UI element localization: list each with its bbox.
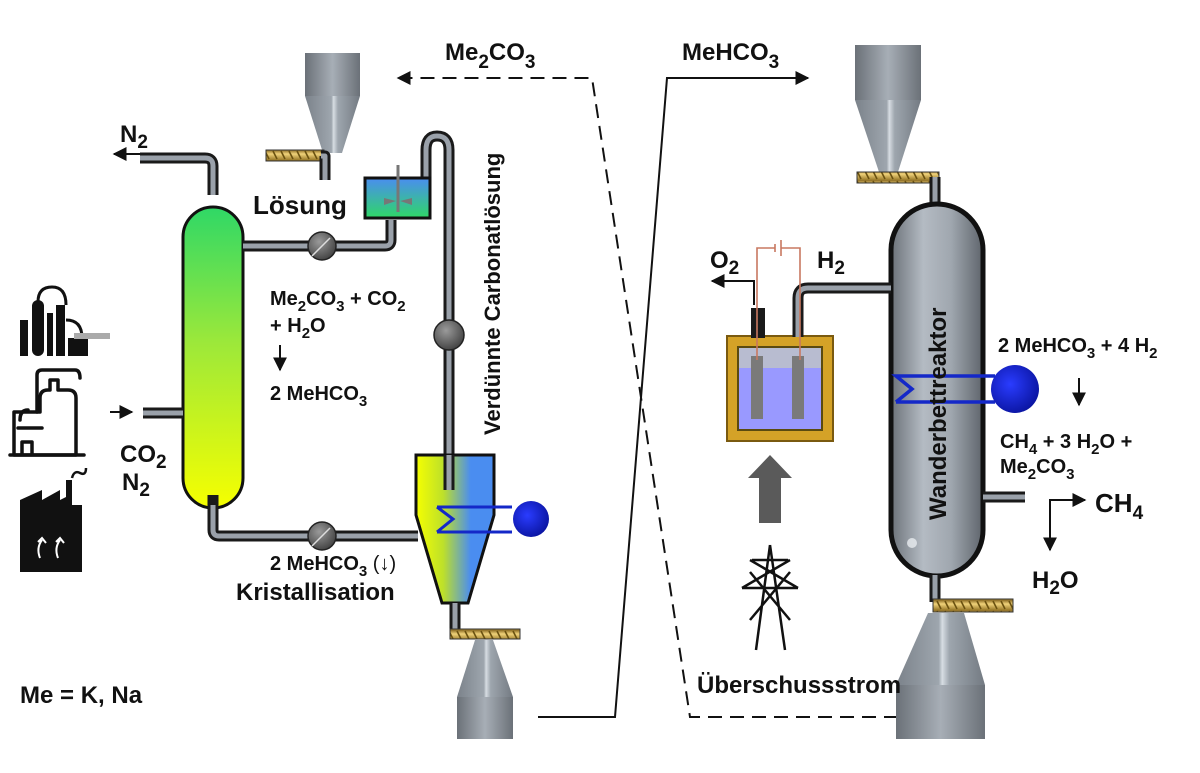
- label-ch4-out: CH4: [1095, 488, 1144, 524]
- label-ueberschussstrom: Überschussstrom: [697, 672, 901, 699]
- screw-conveyor-right-top: [856, 171, 940, 184]
- hopper-right-top: [855, 45, 921, 172]
- svg-text:CH4 + 3 H2O +: CH4 + 3 H2O +: [1000, 431, 1132, 458]
- label-me-definition: Me = K, Na: [20, 682, 143, 709]
- label-wanderbettreaktor: Wanderbettreaktor: [925, 308, 952, 520]
- power-wire: [756, 240, 801, 360]
- refinery-icon: [20, 285, 110, 356]
- absorption-reaction: Me2CO3 + CO2 + H2O 2 MeHCO3: [270, 288, 406, 410]
- factory-icon: [20, 467, 88, 572]
- svg-text:2 MeHCO3 + 4 H2: 2 MeHCO3 + 4 H2: [998, 335, 1158, 362]
- cooler-icon: [436, 501, 549, 537]
- pump-icon: [433, 319, 465, 351]
- pipes-absorber: [140, 130, 455, 542]
- label-me2co3: Me2CO3: [445, 39, 536, 73]
- methanation-reaction: 2 MeHCO3 + 4 H2 CH4 + 3 H2O + Me2CO3: [998, 335, 1158, 483]
- label-h2o-out: H2O: [1032, 567, 1079, 599]
- label-n2-in: N2: [122, 469, 150, 501]
- dissolver-tank: [363, 165, 432, 220]
- svg-text:Kristallisation: Kristallisation: [236, 579, 395, 606]
- power-pylon-icon: [741, 544, 799, 651]
- absorber-column: [181, 205, 245, 510]
- svg-text:Me2CO3: Me2CO3: [1000, 456, 1074, 483]
- label-loesung: Lösung: [253, 190, 347, 220]
- label-o2-out: O2: [710, 247, 739, 279]
- svg-text:+ H2O: + H2O: [270, 315, 326, 342]
- label-verduennte-carbonatloesung: Verdünnte Carbonatlösung: [480, 153, 505, 435]
- chemical-plant-icon: [8, 368, 86, 457]
- svg-text:2 MeHCO3: 2 MeHCO3: [270, 383, 367, 410]
- label-mehco3: MeHCO3: [682, 39, 779, 73]
- moving-bed-reactor: [888, 201, 986, 579]
- pump-icon: [307, 521, 337, 551]
- power-arrow-icon: [748, 455, 792, 523]
- cooler-icon: [891, 365, 1039, 413]
- label-co2-in: CO2: [120, 441, 167, 473]
- screw-conveyor-left-bottom: [449, 628, 521, 640]
- label-h2: H2: [817, 247, 845, 279]
- mehco3-transfer-line: [538, 71, 810, 718]
- pump-icon: [307, 231, 337, 261]
- svg-text:Me2CO3 + CO2: Me2CO3 + CO2: [270, 288, 406, 315]
- arrow-icon: [1049, 493, 1087, 525]
- label-n2-out: N2: [120, 121, 148, 153]
- crystallization-label: 2 MeHCO3 (↓) Kristallisation: [236, 553, 396, 606]
- arrow-icon: [710, 274, 755, 305]
- screw-conveyor-left-top: [265, 149, 325, 162]
- hopper-right-bottom: [896, 613, 985, 739]
- electrolyzer: [726, 308, 834, 442]
- hopper-left-bottom: [457, 640, 513, 739]
- screw-conveyor-right-bottom: [932, 598, 1014, 613]
- svg-text:2 MeHCO3 (↓): 2 MeHCO3 (↓): [270, 553, 396, 580]
- hopper-left-top: [305, 53, 360, 153]
- crystallizer: [414, 453, 496, 605]
